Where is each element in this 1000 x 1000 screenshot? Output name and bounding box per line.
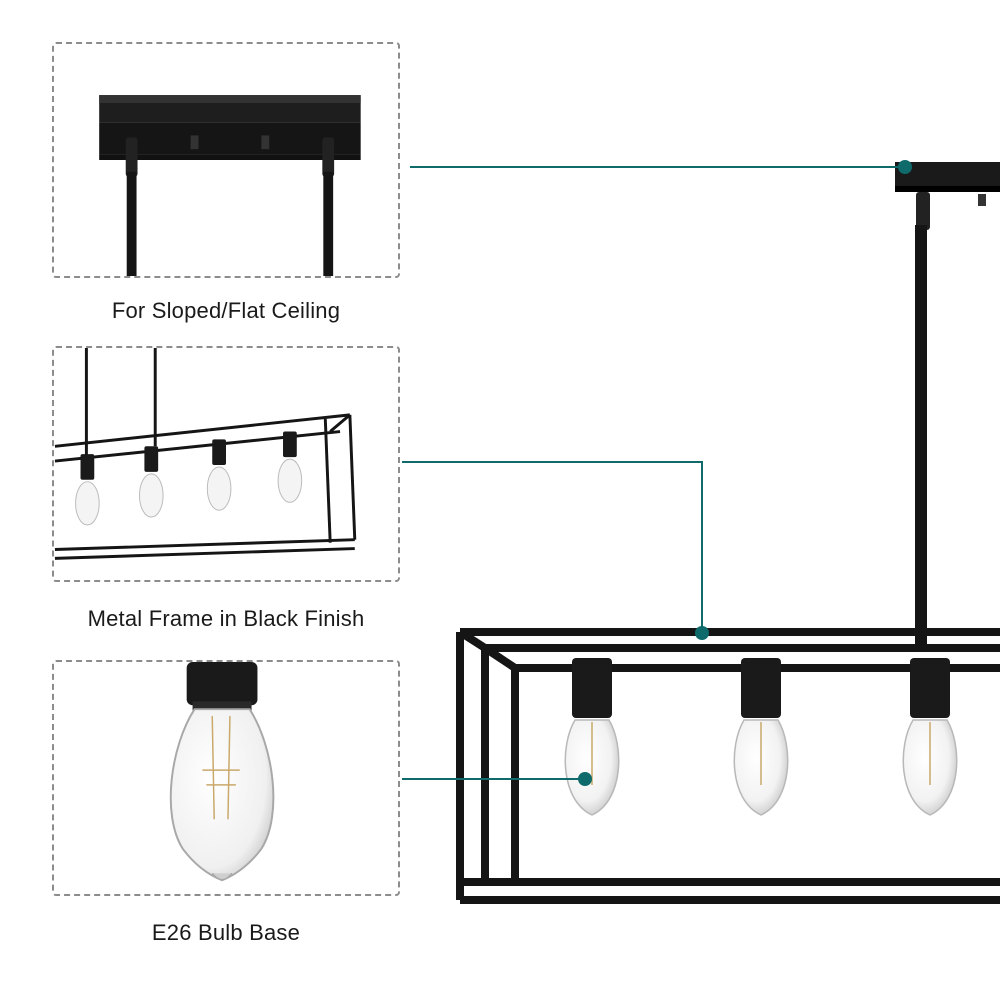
bulb-socket-1 [564,658,620,816]
leader-dot-bulb [578,772,592,786]
callout-box-frame [52,346,400,582]
leader-lines [402,166,905,780]
bulb-socket-2 [733,658,789,816]
callout-box-bulb [52,660,400,896]
leader-dot-ceiling [898,160,912,174]
bulb-socket-3 [902,658,958,816]
caption-ceiling: For Sloped/Flat Ceiling [111,298,341,323]
ceiling-canopy [895,162,1000,230]
down-rod [915,225,927,645]
caption-frame: Metal Frame in Black Finish [87,606,365,631]
caption-bulb: E26 Bulb Base [151,920,301,945]
ceiling-canopy-icon [99,95,361,276]
e26-bulb-icon [169,662,275,882]
callout-box-ceiling [52,42,400,278]
metal-frame-icon [54,348,357,560]
leader-dot-frame [695,626,709,640]
